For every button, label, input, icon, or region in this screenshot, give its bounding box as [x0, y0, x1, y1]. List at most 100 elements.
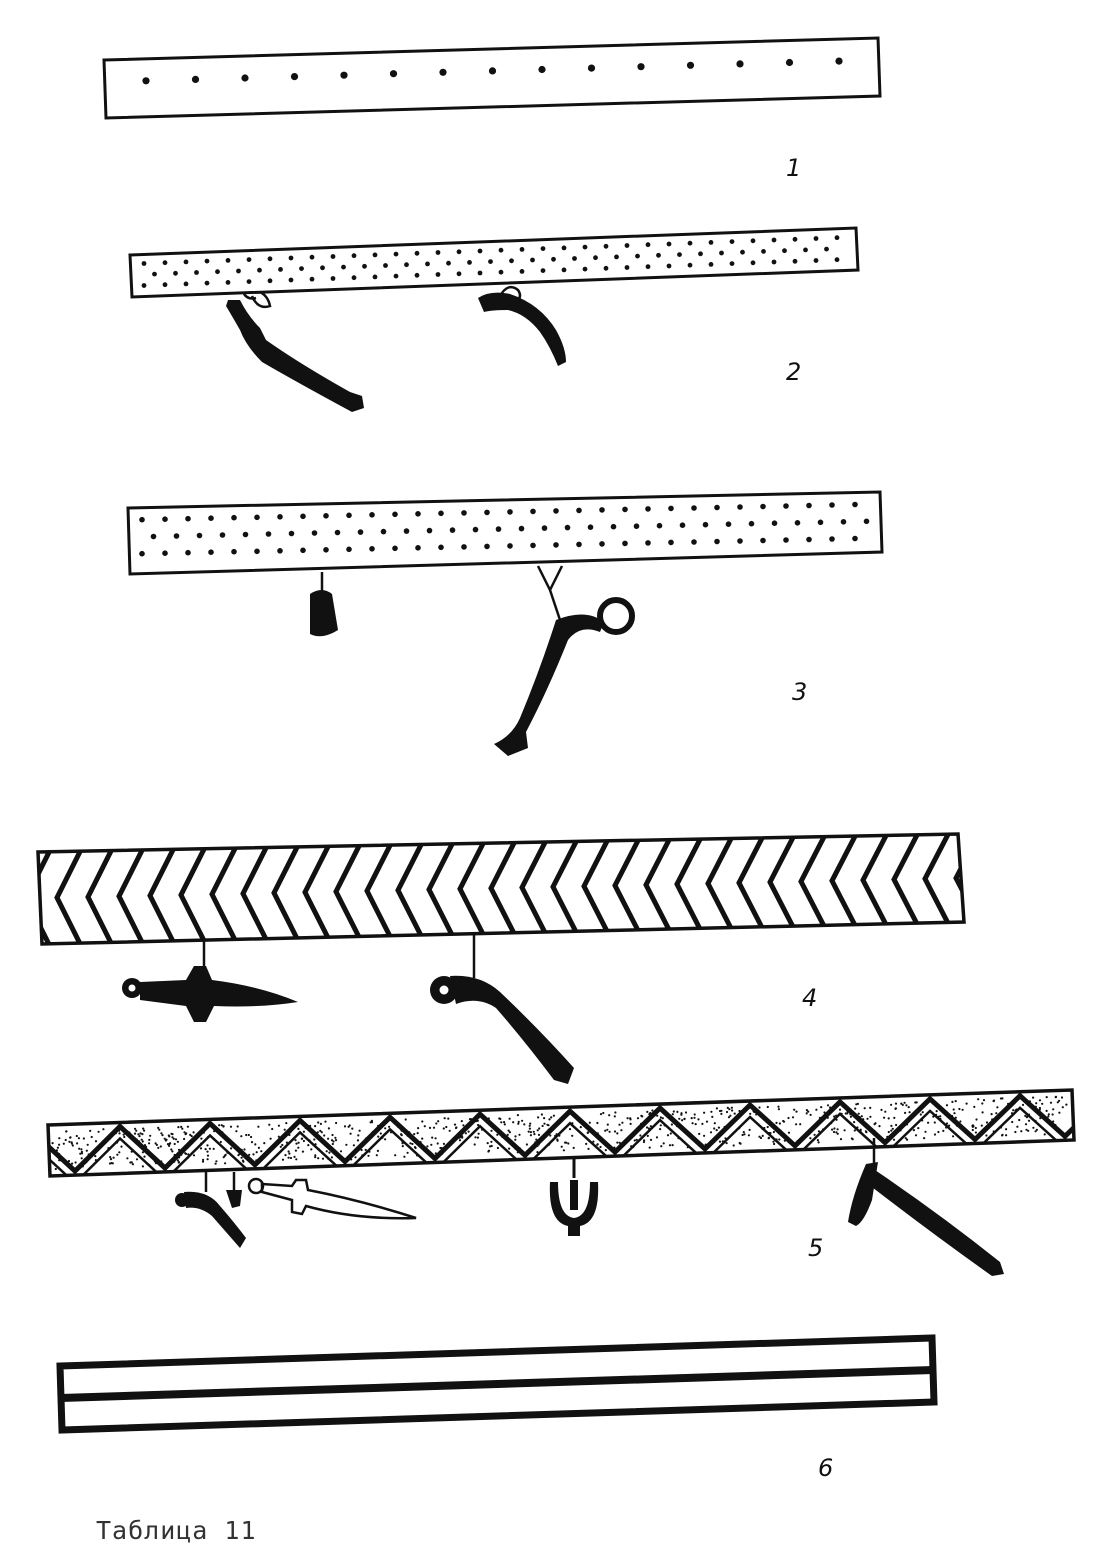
stipple	[352, 1144, 355, 1147]
stipple	[894, 1107, 898, 1110]
stipple	[411, 1137, 414, 1140]
stipple	[854, 1107, 857, 1110]
stipple	[761, 1134, 764, 1137]
stipple	[516, 1114, 520, 1117]
dot	[737, 504, 743, 510]
dot	[761, 249, 766, 254]
stipple	[335, 1121, 338, 1125]
stipple	[245, 1133, 248, 1137]
stipple	[836, 1132, 839, 1135]
stipple	[386, 1119, 389, 1122]
stipple	[905, 1123, 909, 1126]
stipple	[496, 1133, 499, 1136]
dot	[750, 238, 756, 244]
stipple	[160, 1160, 163, 1163]
stipple	[331, 1133, 334, 1137]
stipple	[283, 1128, 286, 1131]
stipple	[820, 1106, 823, 1109]
dot	[666, 263, 672, 269]
stipple	[613, 1115, 616, 1118]
stipple	[377, 1124, 380, 1127]
dot	[666, 241, 672, 247]
dot	[488, 67, 497, 75]
stipple	[604, 1149, 607, 1152]
stipple	[82, 1137, 85, 1140]
stipple	[596, 1132, 599, 1135]
stipple	[317, 1121, 320, 1124]
stipple	[826, 1116, 829, 1119]
stipple	[365, 1137, 368, 1140]
hammer-icon	[848, 1138, 1004, 1276]
dot	[162, 550, 168, 556]
stipple	[856, 1126, 859, 1129]
stipple	[1045, 1120, 1048, 1123]
stipple	[416, 1132, 419, 1135]
stipple	[686, 1146, 689, 1149]
stipple	[171, 1136, 174, 1139]
stipple	[189, 1133, 192, 1136]
stipple	[243, 1148, 246, 1151]
stipple	[835, 1131, 838, 1134]
stipple	[948, 1124, 951, 1127]
stipple	[468, 1118, 472, 1121]
stipple	[241, 1159, 245, 1162]
stipple	[793, 1108, 796, 1111]
stipple	[331, 1142, 334, 1146]
stipple	[939, 1115, 942, 1118]
panel-3-dot-field	[139, 501, 870, 557]
dot	[208, 549, 214, 555]
chevron	[705, 834, 737, 936]
stipple	[1056, 1101, 1059, 1104]
stipple	[351, 1127, 354, 1130]
stipple	[236, 1125, 239, 1128]
stipple	[1052, 1108, 1055, 1111]
stipple	[1001, 1097, 1004, 1100]
stipple	[982, 1099, 986, 1102]
stipple	[163, 1137, 166, 1140]
dot	[142, 77, 150, 85]
stipple	[314, 1154, 317, 1157]
stipple	[499, 1117, 502, 1120]
stipple	[58, 1156, 61, 1159]
dot	[782, 248, 787, 254]
stipple	[289, 1156, 293, 1160]
stipple	[512, 1121, 515, 1124]
stipple	[741, 1133, 744, 1137]
stipple	[439, 1153, 442, 1156]
stipple	[503, 1123, 506, 1126]
stipple	[887, 1130, 890, 1134]
stipple	[797, 1141, 800, 1144]
stipple	[646, 1110, 649, 1113]
stipple	[971, 1128, 974, 1132]
stipple	[361, 1154, 364, 1157]
stipple	[975, 1118, 978, 1121]
stipple	[334, 1139, 338, 1142]
dot	[389, 70, 398, 78]
dot	[587, 524, 594, 530]
stipple	[464, 1132, 467, 1135]
stipple	[521, 1119, 524, 1122]
stipple	[528, 1127, 532, 1130]
stipple	[458, 1139, 462, 1142]
chevron	[426, 837, 458, 942]
stipple	[752, 1110, 755, 1113]
stipple	[490, 1129, 493, 1132]
stipple	[325, 1150, 328, 1153]
stipple	[846, 1110, 849, 1113]
stipple	[823, 1114, 826, 1117]
stipple	[345, 1143, 348, 1146]
stipple	[323, 1134, 326, 1137]
stipple	[423, 1125, 426, 1128]
dot	[633, 523, 640, 529]
stipple	[79, 1152, 82, 1155]
stipple	[547, 1128, 550, 1131]
stipple	[562, 1149, 566, 1152]
stipple	[314, 1156, 317, 1159]
stipple	[838, 1108, 842, 1111]
stipple	[172, 1137, 175, 1140]
stipple	[690, 1117, 693, 1120]
stipple	[796, 1140, 799, 1143]
stipple	[150, 1154, 153, 1158]
stipple	[616, 1132, 619, 1135]
